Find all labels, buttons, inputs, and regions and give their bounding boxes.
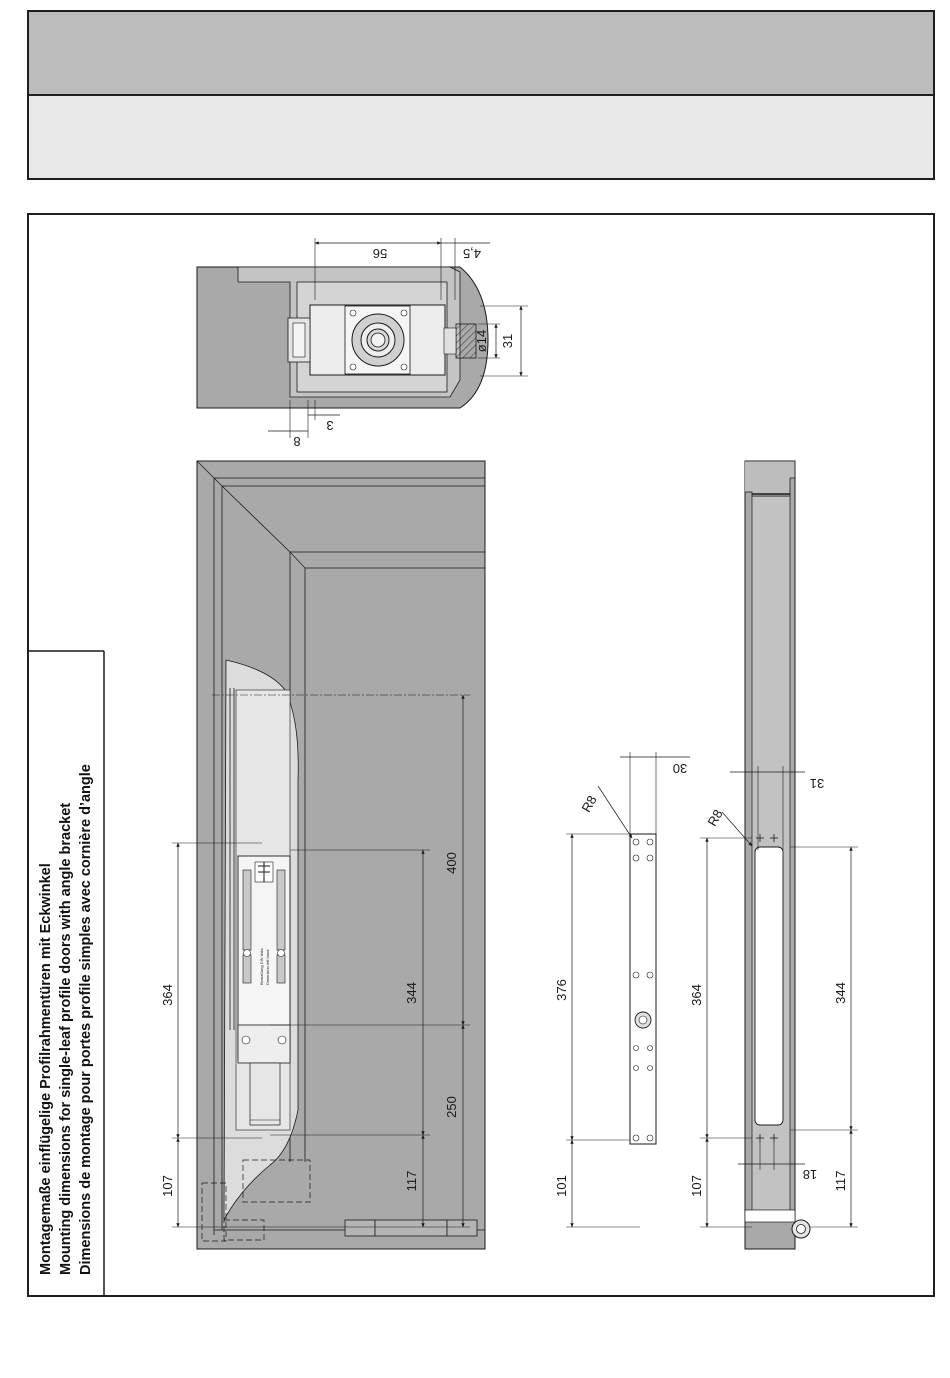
dim-30: 30 xyxy=(673,761,687,776)
dim-8: 8 xyxy=(293,434,300,449)
title-panel: Montagemaße einflügelige Profilrahmentür… xyxy=(27,650,105,1296)
title-line-fr: Dimensions de montage pour portes profil… xyxy=(78,764,94,1275)
plate-label-1: Bemaßung DIN links xyxy=(259,948,264,985)
title-line-de: Montagemaße einflügelige Profilrahmentür… xyxy=(38,863,54,1275)
dim-dia14: ø14 xyxy=(474,330,489,352)
dim-4-5: 4,5 xyxy=(463,246,481,261)
dim-56: 56 xyxy=(373,246,387,261)
dim-376: 376 xyxy=(554,979,569,1001)
header-band-bottom xyxy=(27,94,935,180)
dim-18: 18 xyxy=(803,1167,817,1182)
frame-profile-view: 31 R8 364 107 344 117 18 xyxy=(689,460,858,1250)
dim-101: 101 xyxy=(554,1175,569,1197)
dim-344: 344 xyxy=(404,982,419,1004)
dim-3: 3 xyxy=(326,418,333,433)
dim-107: 107 xyxy=(160,1175,175,1197)
title-line-en: Mounting dimensions for single-leaf prof… xyxy=(58,803,74,1275)
door-view: Bemaßung DIN links Dimension left hand xyxy=(160,460,486,1250)
plate-label-2: Dimension left hand xyxy=(265,950,270,985)
header-band-top xyxy=(27,10,935,94)
dim-107-profile: 107 xyxy=(689,1175,704,1197)
mounting-plate-view: 30 R8 376 101 xyxy=(554,752,690,1228)
dim-R8-plate: R8 xyxy=(578,793,599,815)
section-view: 56 4,5 31 ø14 3 8 xyxy=(196,238,528,449)
dim-250: 250 xyxy=(444,1096,459,1118)
dim-400: 400 xyxy=(444,852,459,874)
dim-364-profile: 364 xyxy=(689,984,704,1006)
dim-364: 364 xyxy=(160,984,175,1006)
dim-344-profile: 344 xyxy=(833,982,848,1004)
dim-31: 31 xyxy=(500,334,515,348)
dim-117: 117 xyxy=(404,1171,419,1192)
dim-31-profile: 31 xyxy=(810,776,824,791)
dim-R8-profile: R8 xyxy=(704,807,725,829)
dim-117-profile: 117 xyxy=(833,1171,848,1192)
